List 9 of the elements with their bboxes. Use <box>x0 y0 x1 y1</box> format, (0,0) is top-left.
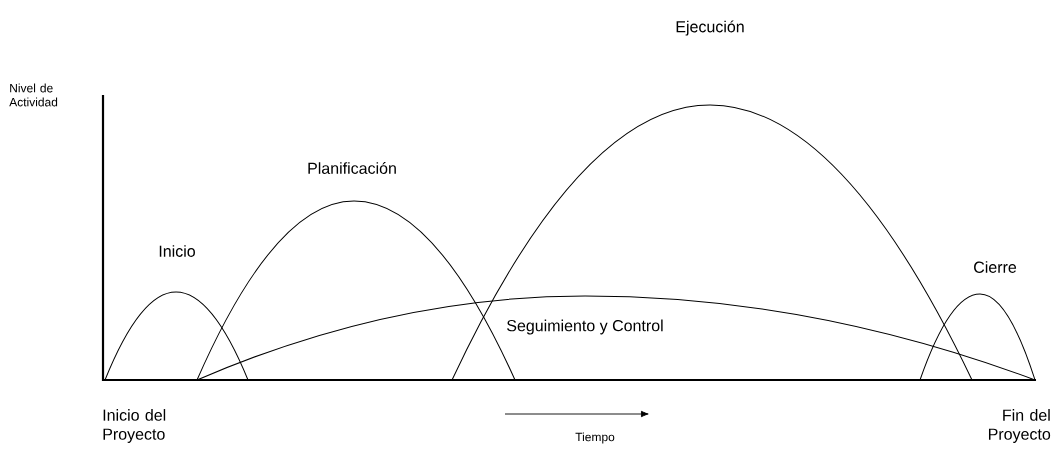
phase-label: Seguimiento y Control <box>507 319 663 335</box>
axis-label: Nivel de Actividad <box>9 83 58 107</box>
phase-label: Inicio <box>159 245 195 257</box>
phase-label: Cierre <box>974 261 1017 273</box>
axis-label: Inicio del Proyecto <box>103 409 166 443</box>
axis-label: Tiempo <box>575 432 615 444</box>
phase-label: Planificación <box>308 162 396 174</box>
phase-label: Ejecución <box>676 20 744 36</box>
axis-label: Fin del Proyecto <box>989 409 1051 443</box>
